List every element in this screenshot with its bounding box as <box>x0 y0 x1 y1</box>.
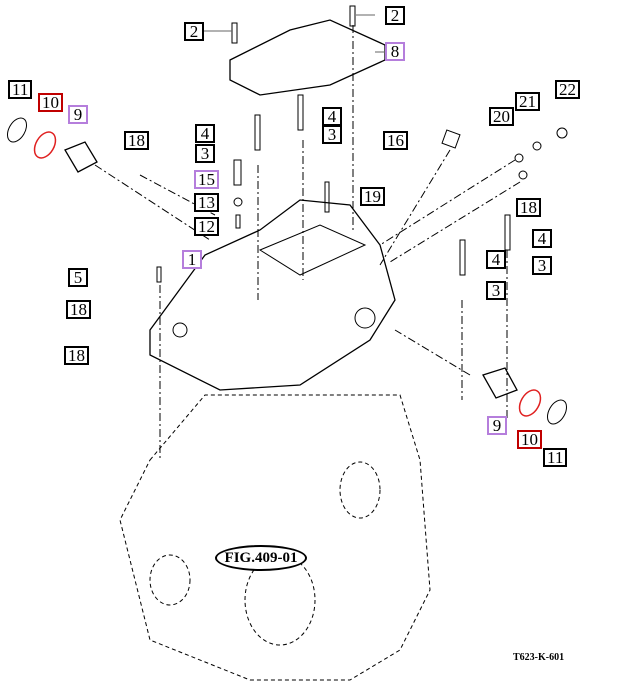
cap-part-22 <box>556 127 568 139</box>
plug-part-16 <box>441 129 461 149</box>
callout-13[interactable]: 13 <box>194 193 219 212</box>
bushing-part-9-right <box>482 367 518 399</box>
callout-8[interactable]: 8 <box>385 42 405 61</box>
callout-21[interactable]: 21 <box>515 92 540 111</box>
bolt-part-2-left <box>231 22 238 44</box>
nut-part-13 <box>233 197 243 207</box>
callout-2-right[interactable]: 2 <box>385 6 405 25</box>
callout-10-right[interactable]: 10 <box>517 430 542 449</box>
bolt-part-4-b <box>297 94 304 131</box>
callout-18-a[interactable]: 18 <box>124 131 149 150</box>
cover-plate-part-8 <box>229 19 386 96</box>
callout-3-c[interactable]: 3 <box>532 256 552 275</box>
bushing-part-9-left <box>64 141 98 173</box>
callout-3-a[interactable]: 3 <box>195 144 215 163</box>
bolt-part-4-c <box>504 214 511 251</box>
callout-1[interactable]: 1 <box>182 250 202 269</box>
snap-ring-part-11-right <box>547 399 567 425</box>
callout-4-c[interactable]: 4 <box>532 229 552 248</box>
callout-15[interactable]: 15 <box>194 170 219 189</box>
callout-18-b[interactable]: 18 <box>516 198 541 217</box>
callout-12[interactable]: 12 <box>194 217 219 236</box>
oring-part-10-left <box>33 131 57 159</box>
plug-part-18-right <box>518 170 528 180</box>
bolt-part-5 <box>156 266 162 283</box>
callout-4-a[interactable]: 4 <box>195 124 215 143</box>
bolt-part-2-right <box>349 5 356 27</box>
callout-19[interactable]: 19 <box>360 187 385 206</box>
drawing-code: T623-K-601 <box>513 652 565 663</box>
callout-3-d[interactable]: 3 <box>486 281 506 300</box>
snap-ring-part-11-left <box>7 117 27 143</box>
callout-11-left[interactable]: 11 <box>8 80 33 99</box>
callout-9-right[interactable]: 9 <box>487 416 507 435</box>
oring-part-10-right <box>518 389 542 417</box>
callout-22[interactable]: 22 <box>555 80 580 99</box>
callout-11-right[interactable]: 11 <box>543 448 568 467</box>
bolt-part-4-a <box>254 114 261 151</box>
callout-5[interactable]: 5 <box>68 268 88 287</box>
callout-4-d[interactable]: 4 <box>486 250 506 269</box>
transmission-case-dashed <box>119 394 431 681</box>
callout-10-left[interactable]: 10 <box>38 93 63 112</box>
callout-9-left[interactable]: 9 <box>68 105 88 124</box>
callout-2-left[interactable]: 2 <box>184 22 204 41</box>
callout-4-b[interactable]: 4 <box>322 107 342 126</box>
callout-3-b[interactable]: 3 <box>322 125 342 144</box>
callout-18-d[interactable]: 18 <box>64 346 89 365</box>
plug-part-20 <box>514 153 524 163</box>
pipe-part-15 <box>233 159 242 186</box>
fitting-part-12 <box>235 214 241 229</box>
bolt-part-19 <box>324 181 330 213</box>
callout-18-c[interactable]: 18 <box>66 300 91 319</box>
figure-number-label: FIG.409-01 <box>215 545 307 571</box>
bolt-part-4-d <box>459 239 466 276</box>
main-housing-part-1 <box>149 199 396 391</box>
callout-16[interactable]: 16 <box>383 131 408 150</box>
callout-20[interactable]: 20 <box>489 107 514 126</box>
spring-part-21 <box>532 141 542 151</box>
